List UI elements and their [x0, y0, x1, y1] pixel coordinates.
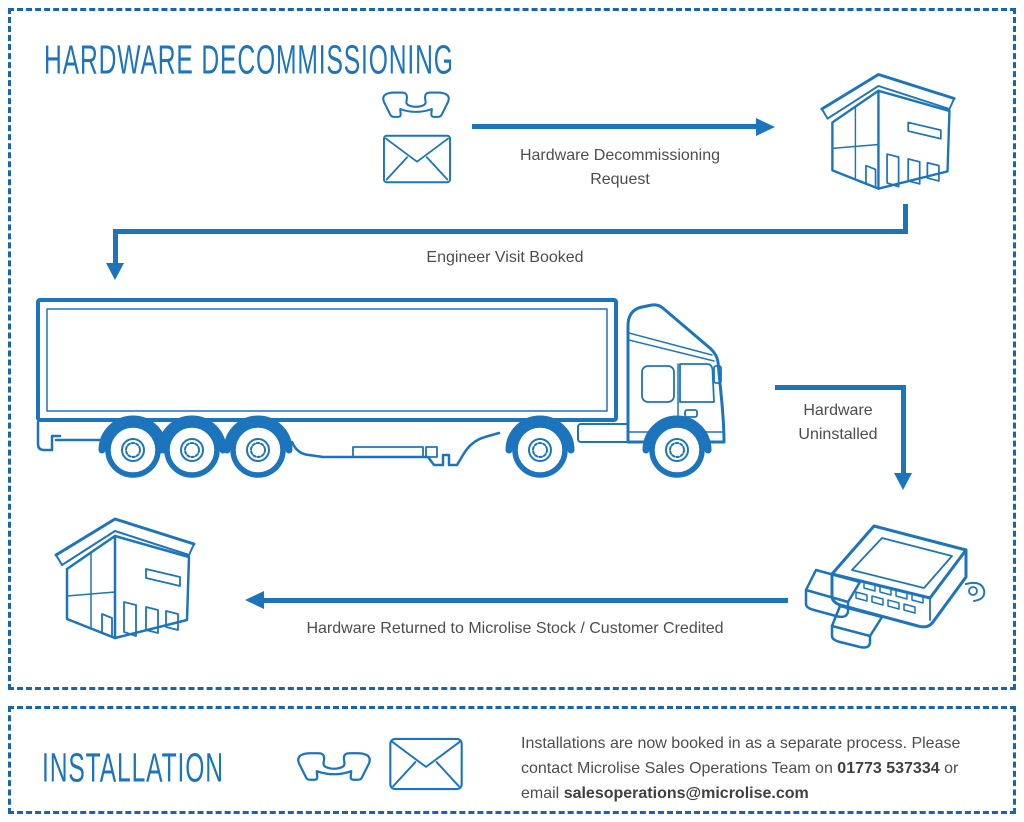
arrow-shaft — [901, 385, 906, 475]
building-icon — [52, 514, 200, 646]
arrow-head-icon — [106, 263, 124, 280]
building-icon — [818, 68, 960, 198]
phone-handset-icon — [380, 86, 452, 118]
trailer — [36, 298, 618, 467]
installation-panel — [8, 706, 1016, 814]
arrow-head-icon — [894, 473, 912, 490]
telematics-device-icon — [804, 514, 991, 679]
wheels — [98, 415, 712, 478]
envelope-icon — [387, 737, 465, 791]
hardware-uninstalled-label: Hardware Uninstalled — [798, 402, 878, 443]
arrow-shaft — [775, 385, 906, 390]
hardware-returned-label: Hardware Returned to Microlise Stock / C… — [306, 620, 724, 637]
note-line: email salesoperations@microlise.com — [521, 785, 809, 802]
arrow-shaft — [903, 204, 908, 234]
email-address: salesoperations@microlise.com — [563, 785, 809, 802]
note-line: Installations are now booked in as a sep… — [521, 735, 961, 752]
cab — [577, 303, 726, 444]
installation-title: INSTALLATION — [42, 746, 224, 792]
note-line: contact Microlise Sales Operations Team … — [521, 760, 959, 777]
engineer-visit-label: Engineer Visit Booked — [426, 249, 584, 266]
phone-handset-icon — [295, 746, 373, 781]
installation-note: Installations are now booked in as a sep… — [521, 731, 999, 806]
envelope-icon — [382, 134, 452, 184]
truck-icon — [30, 292, 745, 487]
arrow-shaft — [113, 229, 118, 265]
arrow-shaft — [113, 229, 908, 234]
phone-number: 01773 537334 — [837, 760, 940, 777]
request-label: Hardware Decommissioning Request — [519, 147, 721, 188]
arrow-shaft — [262, 598, 788, 603]
arrow-head-icon — [756, 118, 775, 136]
arrow-shaft — [472, 124, 758, 129]
arrow-head-icon — [245, 591, 264, 609]
decommissioning-title: HARDWARE DECOMMISSIONING — [44, 38, 454, 84]
